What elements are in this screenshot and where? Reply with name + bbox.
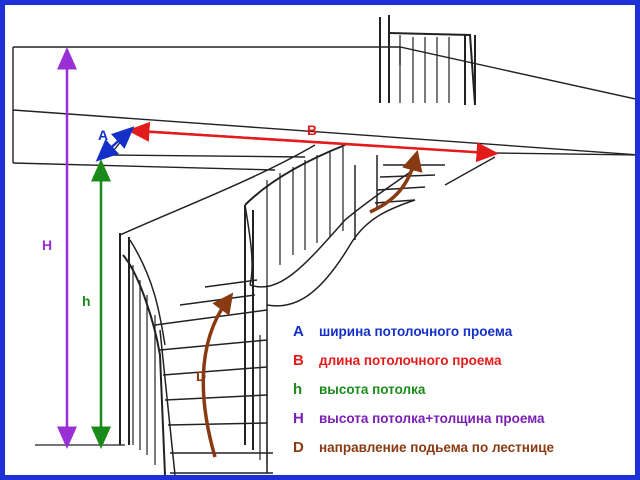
legend-text: высота потолка+толщина проема bbox=[319, 411, 545, 426]
upper-railing bbox=[379, 15, 476, 106]
A-label: A bbox=[98, 127, 109, 143]
B-label: B bbox=[307, 122, 318, 138]
A-dimension-arrow bbox=[95, 126, 135, 162]
H-label: H bbox=[42, 237, 53, 253]
legend-item-D: D направление подьема по лестнице bbox=[293, 439, 635, 468]
legend-text: ширина потолочного проема bbox=[319, 324, 513, 339]
D-direction-arrow-lower bbox=[201, 292, 234, 458]
stair-body bbox=[119, 144, 445, 475]
legend-item-h: h высота потолка bbox=[293, 381, 635, 410]
legend-text: длина потолочного проема bbox=[319, 353, 502, 368]
legend-key: D bbox=[293, 439, 304, 456]
legend: A ширина потолочного проема B длина пото… bbox=[293, 323, 635, 468]
legend-item-B: B длина потолочного проема bbox=[293, 352, 635, 381]
B-dimension-arrow bbox=[127, 121, 499, 163]
legend-key: B bbox=[293, 352, 304, 369]
legend-item-A: A ширина потолочного проема bbox=[293, 323, 635, 352]
staircase-drawing bbox=[12, 15, 635, 475]
legend-key: h bbox=[293, 381, 303, 398]
D-label: D bbox=[196, 368, 207, 384]
legend-item-H: H высота потолка+толщина проема bbox=[293, 410, 635, 439]
middle-railing bbox=[244, 144, 346, 465]
legend-key: A bbox=[293, 323, 304, 340]
legend-text: высота потолка bbox=[319, 382, 426, 397]
legend-text: направление подьема по лестнице bbox=[319, 440, 555, 455]
D-direction-arrow-upper bbox=[369, 149, 423, 214]
legend-key: H bbox=[293, 410, 304, 427]
ceiling-slab bbox=[12, 46, 635, 186]
h-label: h bbox=[82, 293, 91, 309]
